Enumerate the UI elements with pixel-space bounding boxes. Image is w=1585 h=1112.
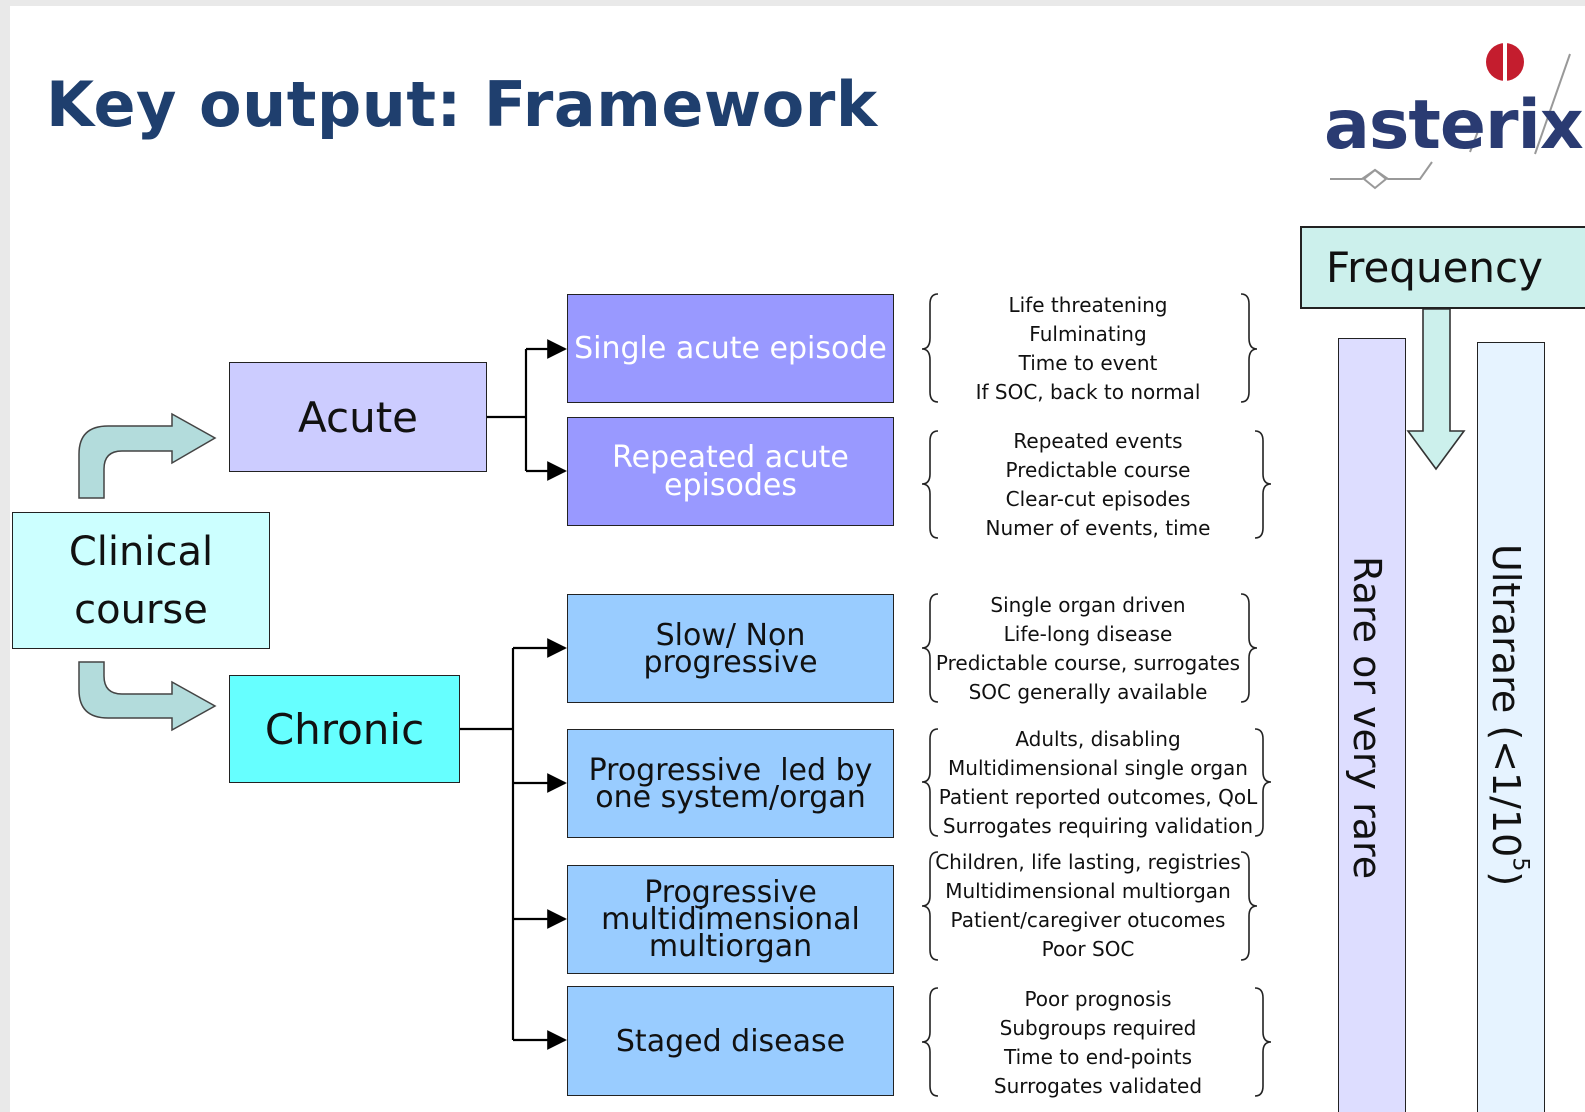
ultrarare-label-prefix: Ultrarare (<1/10 [1484,544,1528,858]
detail-item: Life-long disease [1003,622,1173,646]
ultrarare-column [1477,342,1545,1112]
subtype-label-line-2: one system/organ [595,779,866,815]
subtype-label: Staged disease [615,1023,846,1059]
clinical-course-box: Clinical course [12,512,270,649]
detail-item: Clear-cut episodes [1005,487,1191,511]
frequency-label: Frequency [1326,243,1543,292]
subtype-label-line-1: Progressive led by [588,752,873,788]
subtype-label-line-1: Repeated acute [612,439,849,475]
detail-item: Children, life lasting, registries [935,850,1241,874]
chronic-box: Chronic [229,675,460,783]
detail-item: Numer of events, time [985,516,1211,540]
asterix-logo: asterix [1320,34,1584,204]
curved-arrow-up-icon [78,412,217,499]
ultrarare-label-suffix: ) [1484,871,1528,887]
repeated-acute-episodes-box: Repeated acute episodes [567,417,894,526]
logo-graphic [1330,40,1571,190]
subtype-label-line-2: multidimensional [601,902,860,937]
detail-item: SOC generally available [968,680,1208,704]
detail-item: Poor prognosis [1024,987,1172,1011]
detail-item: Poor SOC [1041,937,1135,961]
staged-disease-box: Staged disease [567,986,894,1096]
clinical-course-line-1: Clinical [68,528,214,575]
detail-item: Surrogates requiring validation [942,814,1254,838]
detail-item: Surrogates validated [993,1074,1203,1098]
staged-disease-details: Poor prognosis Subgroups required Time t… [928,985,1268,1101]
subtype-label-line-3: multiorgan [648,929,813,964]
detail-item: Time to end-points [1003,1045,1193,1069]
subtype-label: Single acute episode [574,330,887,366]
rare-column [1338,338,1406,1112]
detail-item: Single organ driven [990,593,1186,617]
detail-item: Repeated events [1013,429,1183,453]
subtype-label-line-2: episodes [664,467,797,503]
subtype-label-line-2: progressive [643,644,818,680]
acute-label: Acute [297,392,418,442]
detail-item: Patient reported outcomes, QoL [938,785,1258,809]
detail-item: Multidimensional single organ [948,756,1248,780]
logo-wordmark: asterix [1324,86,1584,165]
detail-item: Patient/caregiver otucomes [950,908,1226,932]
curved-arrow-down-icon [78,661,217,732]
single-acute-episode-box: Single acute episode [567,294,894,403]
page-title: Key output: Framework [46,68,878,141]
ultrarare-label-exponent: 5 [1507,857,1533,872]
frequency-box: Frequency [1300,226,1585,309]
slide: Key output: Framework asterix [10,6,1585,1112]
ultrarare-column-label: Ultrarare (<1/105) [1484,544,1533,886]
subtype-label-line-1: Progressive [644,875,817,910]
chronic-label: Chronic [264,704,425,754]
progressive-multiorgan-box: Progressive multidimensional multiorgan [567,865,894,974]
detail-item: Adults, disabling [1015,727,1181,751]
progressive-multiorgan-details: Children, life lasting, registries Multi… [918,848,1258,964]
detail-item: Subgroups required [999,1016,1197,1040]
frequency-down-arrow-icon [1406,308,1466,471]
slow-non-progressive-box: Slow/ Non progressive [567,594,894,703]
detail-item: Predictable course [1005,458,1191,482]
slow-non-progressive-details: Single organ driven Life-long disease Pr… [918,591,1258,707]
detail-item: Fulminating [1029,322,1147,346]
repeated-acute-details: Repeated events Predictable course Clear… [928,427,1268,543]
detail-item: Life threatening [1008,293,1168,317]
detail-item: If SOC, back to normal [975,380,1201,404]
detail-item: Time to event [1018,351,1158,375]
progressive-one-organ-details: Adults, disabling Multidimensional singl… [928,725,1268,841]
acute-box: Acute [229,362,487,472]
rare-column-label: Rare or very rare [1345,556,1389,880]
clinical-course-line-2: course [74,586,208,633]
detail-item: Predictable course, surrogates [935,651,1241,675]
progressive-one-organ-box: Progressive led by one system/organ [567,729,894,838]
subtype-label-line-1: Slow/ Non [655,617,806,653]
detail-item: Multidimensional multiorgan [945,879,1231,903]
single-acute-details: Life threatening Fulminating Time to eve… [918,291,1258,407]
